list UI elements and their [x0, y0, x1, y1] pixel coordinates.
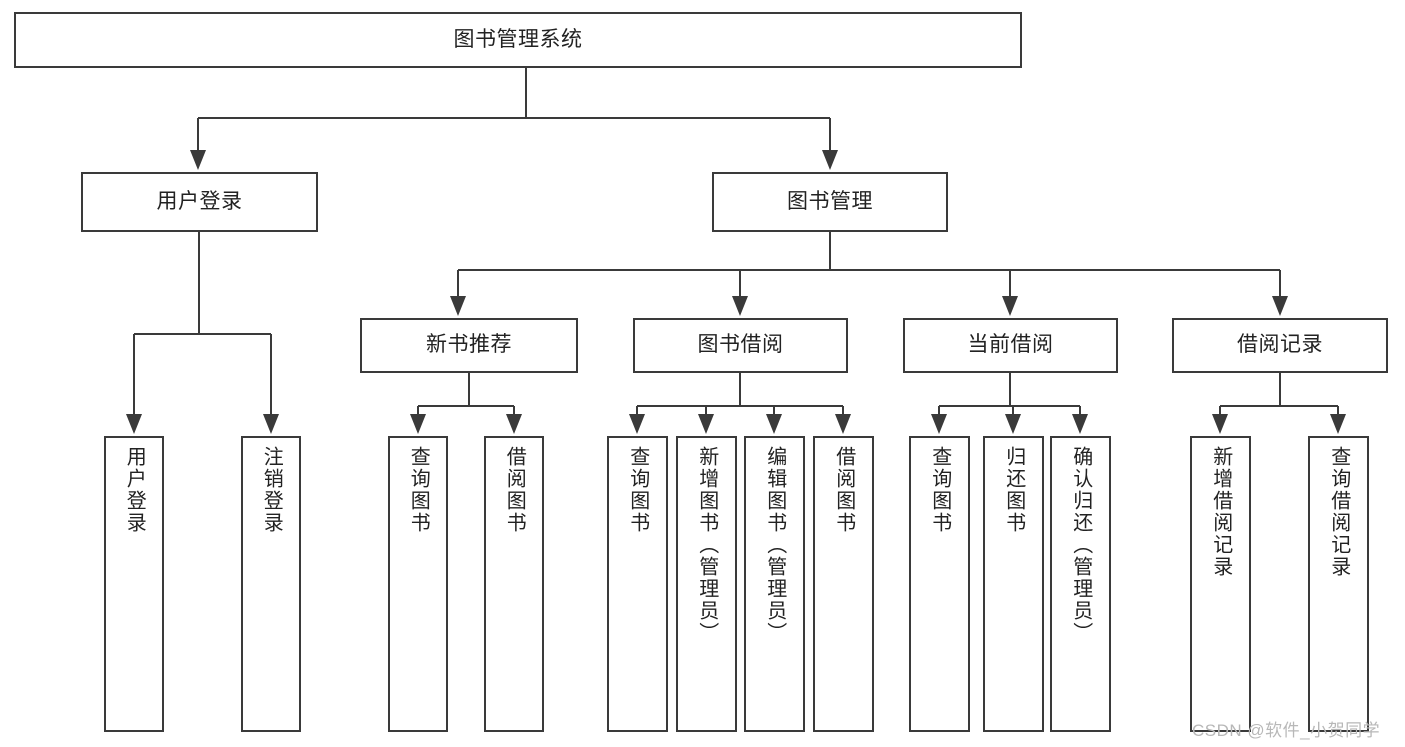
node-label: 新增借阅记录 — [1209, 446, 1232, 578]
current-to-leaf-3-arrowhead — [1072, 414, 1088, 434]
node-leaf-12[interactable]: 新增借阅记录 — [1190, 436, 1251, 732]
node-label: 新增图书（管理员） — [695, 446, 718, 644]
node-leaf-4[interactable]: 借阅图书 — [484, 436, 544, 732]
node-level2-2[interactable]: 图书管理 — [712, 172, 948, 232]
node-level3-3[interactable]: 当前借阅 — [903, 318, 1118, 373]
node-label: 图书管理系统 — [453, 27, 583, 51]
node-root-system[interactable]: 图书管理系统 — [14, 12, 1022, 68]
borrow-to-leaf-3-arrowhead — [766, 414, 782, 434]
node-leaf-1[interactable]: 用户登录 — [104, 436, 164, 732]
node-leaf-9[interactable]: 查询图书 — [909, 436, 970, 732]
current-to-leaf-2-arrowhead — [1005, 414, 1021, 434]
node-label: 图书管理 — [787, 189, 873, 213]
new-book-to-leaf-1-arrowhead — [410, 414, 426, 434]
node-label: 图书借阅 — [697, 333, 784, 357]
node-level3-4[interactable]: 借阅记录 — [1172, 318, 1388, 373]
new-book-to-leaf-2-arrowhead — [506, 414, 522, 434]
book-manage-to-record-arrowhead — [1272, 296, 1288, 316]
record-to-leaf-1-arrowhead — [1212, 414, 1228, 434]
node-leaf-3[interactable]: 查询图书 — [388, 436, 448, 732]
node-leaf-13[interactable]: 查询借阅记录 — [1308, 436, 1369, 732]
borrow-to-leaf-2-arrowhead — [698, 414, 714, 434]
node-leaf-11[interactable]: 确认归还（管理员） — [1050, 436, 1111, 732]
book-manage-to-borrow-arrowhead — [732, 296, 748, 316]
node-label: 用户登录 — [156, 189, 243, 213]
node-leaf-5[interactable]: 查询图书 — [607, 436, 668, 732]
node-level3-1[interactable]: 新书推荐 — [360, 318, 578, 373]
node-label: 新书推荐 — [426, 333, 512, 357]
node-label: 归还图书 — [1002, 446, 1025, 534]
node-label: 确认归还（管理员） — [1069, 446, 1092, 644]
node-level2-1[interactable]: 用户登录 — [81, 172, 318, 232]
node-leaf-6[interactable]: 新增图书（管理员） — [676, 436, 737, 732]
node-label: 用户登录 — [123, 446, 146, 534]
node-leaf-8[interactable]: 借阅图书 — [813, 436, 874, 732]
book-manage-to-new-book-arrowhead — [450, 296, 466, 316]
user-login-to-leaf-1-arrowhead — [126, 414, 142, 434]
node-label: 查询图书 — [626, 446, 649, 534]
borrow-to-leaf-4-arrowhead — [835, 414, 851, 434]
node-leaf-10[interactable]: 归还图书 — [983, 436, 1044, 732]
user-login-to-leaf-2-arrowhead — [263, 414, 279, 434]
node-label: 当前借阅 — [967, 333, 1054, 357]
root-to-user-login-arrowhead — [190, 150, 206, 170]
node-leaf-2[interactable]: 注销登录 — [241, 436, 301, 732]
borrow-to-leaf-1-arrowhead — [629, 414, 645, 434]
node-label: 借阅图书 — [503, 446, 526, 534]
node-label: 借阅图书 — [832, 446, 855, 534]
node-label: 查询借阅记录 — [1327, 446, 1350, 578]
node-label: 注销登录 — [260, 446, 283, 534]
node-label: 查询图书 — [928, 446, 951, 534]
root-to-book-manage-arrowhead — [822, 150, 838, 170]
node-label: 编辑图书（管理员） — [763, 446, 786, 644]
node-label: 查询图书 — [407, 446, 430, 534]
record-to-leaf-2-arrowhead — [1330, 414, 1346, 434]
book-manage-to-current-arrowhead — [1002, 296, 1018, 316]
node-level3-2[interactable]: 图书借阅 — [633, 318, 848, 373]
node-leaf-7[interactable]: 编辑图书（管理员） — [744, 436, 805, 732]
current-to-leaf-1-arrowhead — [931, 414, 947, 434]
node-label: 借阅记录 — [1237, 333, 1323, 357]
